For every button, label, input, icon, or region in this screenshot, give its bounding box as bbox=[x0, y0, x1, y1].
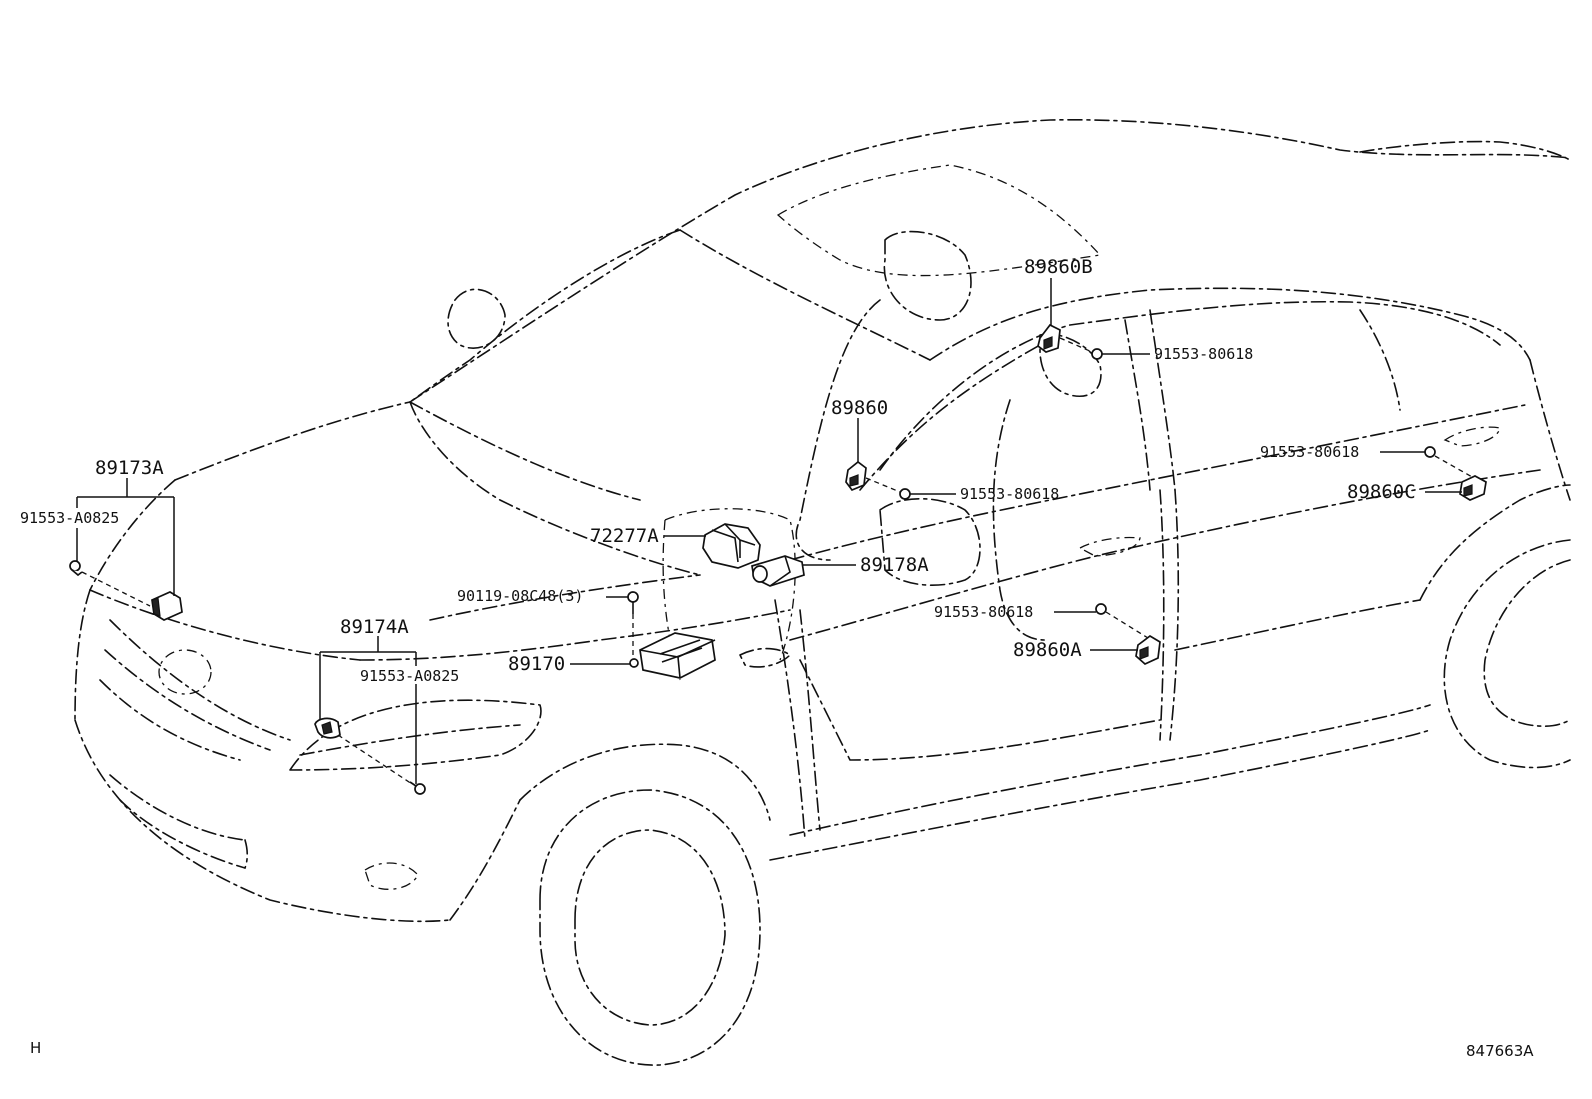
side-sensor-89860A bbox=[1135, 634, 1161, 666]
label-89860: 89860 bbox=[831, 397, 888, 419]
bolt-91553-80618-d bbox=[1095, 603, 1107, 615]
footer-left-mark: H bbox=[30, 1039, 41, 1057]
car-outline bbox=[74, 118, 1571, 1066]
label-90119-08C48: 90119-08C48(3) bbox=[457, 587, 583, 605]
label-89173A: 89173A bbox=[95, 457, 164, 479]
front-impact-sensor-89174A bbox=[314, 717, 341, 739]
label-91553-80618-c: 91553-80618 bbox=[1260, 443, 1359, 461]
label-72277A: 72277A bbox=[590, 525, 659, 547]
airbag-ecu-89170 bbox=[629, 632, 716, 679]
label-91553-80618-d: 91553-80618 bbox=[934, 603, 1033, 621]
bolt-91553-A0825-left bbox=[69, 560, 83, 577]
label-91553-A0825-left: 91553-A0825 bbox=[20, 509, 119, 527]
part-labels: 89173A 91553-A0825 89174A 91553-A0825 90… bbox=[20, 256, 1416, 685]
side-sensor-89860 bbox=[845, 460, 867, 492]
side-sensor-89860C bbox=[1459, 475, 1487, 501]
bolt-91553-80618-a bbox=[899, 488, 911, 500]
label-91553-A0825-mid: 91553-A0825 bbox=[360, 667, 459, 685]
occupant-sensor-89178A bbox=[751, 555, 805, 587]
label-89860A: 89860A bbox=[1013, 639, 1082, 661]
bolt-91553-A0825-mid bbox=[409, 781, 426, 795]
bracket-72277A bbox=[702, 523, 761, 569]
label-89860B: 89860B bbox=[1024, 256, 1093, 278]
label-89860C: 89860C bbox=[1347, 481, 1416, 503]
bolt-90119-08C48 bbox=[627, 591, 639, 614]
label-91553-80618-b: 91553-80618 bbox=[1154, 345, 1253, 363]
bolt-91553-80618-b bbox=[1091, 348, 1103, 360]
label-89170: 89170 bbox=[508, 653, 565, 675]
label-89178A: 89178A bbox=[860, 554, 929, 576]
bolt-91553-80618-c bbox=[1424, 446, 1436, 458]
label-91553-80618-a: 91553-80618 bbox=[960, 485, 1059, 503]
drawing-number: 847663A bbox=[1466, 1042, 1534, 1060]
leader-lines bbox=[76, 278, 1462, 784]
side-sensor-89860B bbox=[1037, 323, 1061, 353]
label-89174A: 89174A bbox=[340, 616, 409, 638]
front-impact-sensor-89173A bbox=[151, 591, 183, 621]
